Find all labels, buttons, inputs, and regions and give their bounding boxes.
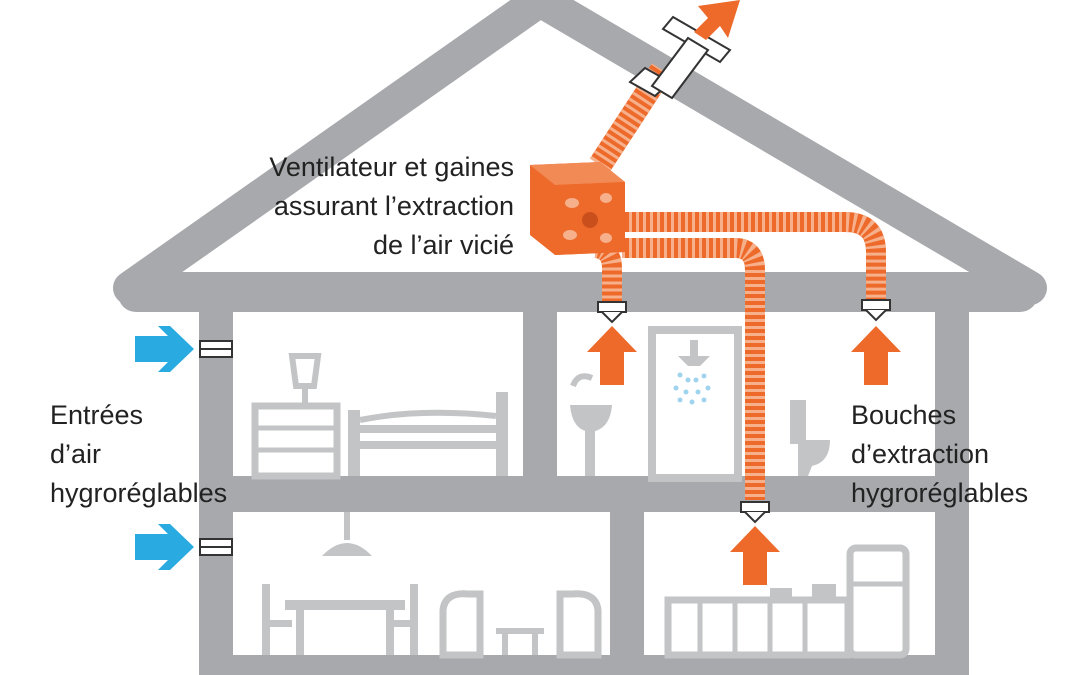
lamp-icon — [288, 353, 322, 404]
extraction-outlets-label: Bouches d’extraction hygroréglables — [851, 396, 1028, 513]
inlet-vent — [199, 538, 233, 556]
attic-floor — [118, 272, 1038, 312]
outlets-label-line-1: Bouches — [851, 400, 957, 430]
outlet-arrow-icon — [730, 526, 780, 585]
furniture — [251, 326, 910, 659]
inlets-label-line-1: Entrées — [50, 400, 144, 430]
sink-icon — [570, 373, 612, 476]
grille-kitchen — [740, 501, 770, 524]
roof-terminal — [628, 15, 732, 100]
grille-wc — [861, 299, 891, 322]
air-inlets-label: Entrées d’air hygroréglables — [50, 396, 227, 513]
fridge-icon — [846, 544, 910, 659]
shower-icon — [648, 326, 742, 482]
fan-label-line-3: de l’air vicié — [372, 230, 514, 260]
outlets-label-line-2: d’extraction — [851, 439, 990, 469]
nightstand-icon — [251, 402, 341, 480]
ducts — [589, 63, 886, 500]
inlets-label-line-2: d’air — [50, 439, 102, 469]
roof — [113, 0, 1047, 305]
middle-floor — [199, 476, 969, 512]
outlet-arrow-icon — [851, 326, 901, 385]
house-structure — [113, 0, 1047, 675]
partition-lower — [610, 500, 644, 670]
sofa-icon — [439, 590, 602, 659]
fan-box-icon — [530, 162, 625, 255]
chair-icon — [262, 584, 418, 655]
bed-icon — [348, 392, 508, 476]
exhaust-arrow-icon — [694, 0, 740, 40]
outlets-label-line-3: hygroréglables — [851, 478, 1029, 508]
pendant-lamp-icon — [322, 512, 372, 556]
fan-label-line-1: Ventilateur et gaines — [269, 152, 514, 182]
radiator-icon — [664, 596, 852, 659]
fan-label-line-2: assurant l’extraction — [273, 191, 514, 221]
partition-upper — [523, 300, 557, 485]
toilet-icon — [790, 400, 830, 476]
table-icon — [285, 600, 405, 655]
air-inlets — [135, 326, 233, 570]
inlet-arrow-icon — [135, 524, 194, 570]
outlet-arrows — [587, 326, 901, 585]
extraction-grilles — [597, 299, 891, 524]
shower-drops — [673, 372, 711, 405]
inlets-label-line-3: hygroréglables — [50, 478, 228, 508]
ground-floor — [199, 655, 969, 675]
outlet-arrow-icon — [587, 326, 637, 385]
fan-ducts-label: Ventilateur et gaines assurant l’extract… — [208, 148, 514, 265]
inlet-arrow-icon — [135, 326, 194, 372]
inlet-vent — [199, 340, 233, 358]
grille-bathroom — [597, 301, 627, 324]
pots-icon — [770, 584, 836, 600]
